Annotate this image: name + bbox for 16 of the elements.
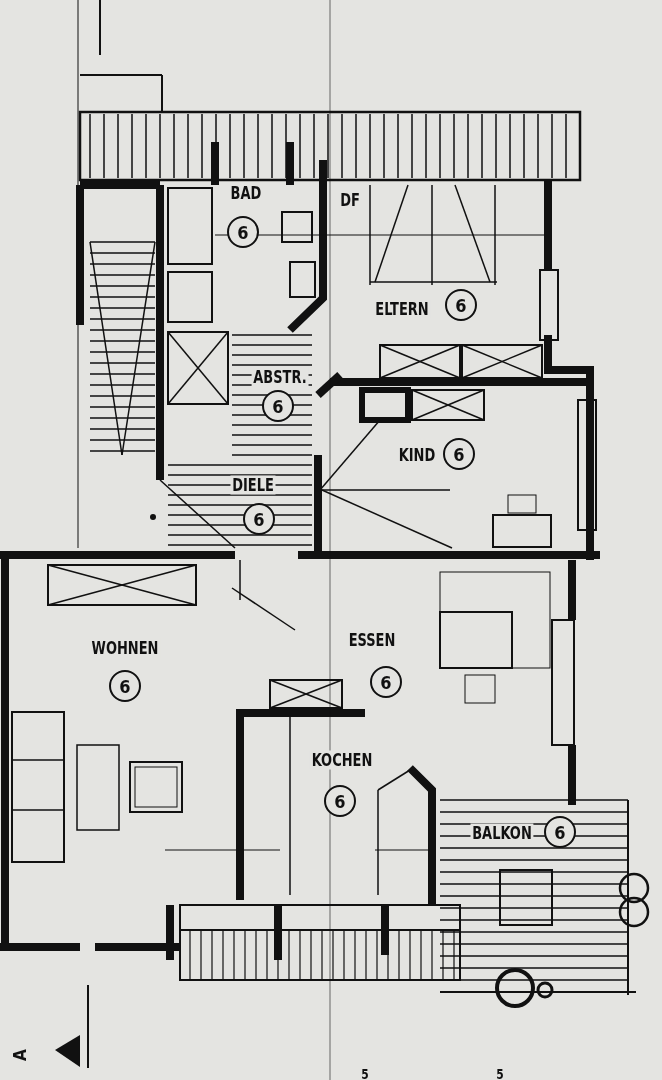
dimension-text: 5 — [361, 1067, 369, 1080]
room-number-circle: 6 — [109, 670, 141, 702]
room-number-circle: 6 — [243, 503, 275, 535]
room-number-circle: 6 — [324, 785, 356, 817]
room-number-circle: 6 — [544, 816, 576, 848]
room-label: DIELE — [230, 475, 276, 495]
room-number-circle: 6 — [227, 216, 259, 248]
dimension-text: 5 — [496, 1067, 504, 1080]
room-number-circle: 6 — [443, 438, 475, 470]
room-number-circle: 6 — [262, 390, 294, 422]
room-label: DF — [340, 191, 360, 209]
room-number-circle: 6 — [370, 666, 402, 698]
section-letter: A — [11, 1049, 29, 1061]
room-label: ABSTR. — [251, 367, 309, 387]
room-number-circle: 6 — [445, 289, 477, 321]
room-label: KOCHEN — [309, 750, 375, 770]
